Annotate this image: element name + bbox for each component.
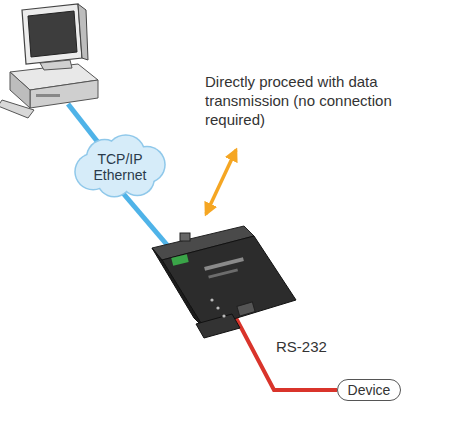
ethernet-cable (122, 192, 168, 246)
device-box: Device (337, 379, 401, 401)
network-cloud: TCP/IP Ethernet (72, 138, 168, 196)
signal-label: RS-232 (276, 337, 327, 356)
device-label: Device (348, 382, 391, 398)
device-server (152, 226, 296, 338)
serial-cable (236, 318, 337, 390)
annotation-note: Directly proceed with data transmission … (205, 72, 410, 129)
computer-icon (0, 4, 98, 118)
network-label: TCP/IP Ethernet (89, 151, 151, 183)
bidirectional-arrow (206, 150, 236, 214)
